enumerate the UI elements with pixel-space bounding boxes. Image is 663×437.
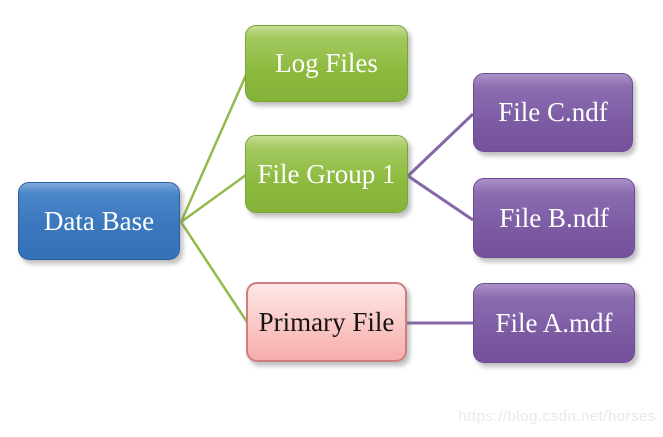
node-database: Data Base: [18, 182, 180, 260]
node-file-a-mdf-label: File A.mdf: [495, 307, 613, 338]
connector-database-logfiles: [179, 74, 248, 223]
node-file-b-ndf: File B.ndf: [473, 178, 635, 258]
node-file-a-mdf: File A.mdf: [473, 283, 635, 363]
connector-filegroup1-fileb: [407, 174, 474, 222]
connector-database-filegroup1: [180, 173, 247, 224]
node-file-b-ndf-label: File B.ndf: [499, 202, 609, 233]
node-file-c-ndf: File C.ndf: [473, 73, 633, 152]
node-primary-file: Primary File: [246, 282, 407, 362]
watermark-url: https://blog.csdn.net/horses: [458, 408, 656, 425]
node-file-c-ndf-label: File C.ndf: [498, 97, 608, 127]
node-primary-file-label: Primary File: [258, 306, 395, 337]
node-log-files-label: Log Files: [275, 48, 378, 78]
node-file-group-1: File Group 1: [245, 135, 408, 213]
connector-filegroup1-filec: [406, 112, 475, 178]
node-file-group-1-label: File Group 1: [257, 158, 396, 189]
node-database-label: Data Base: [43, 205, 155, 236]
node-log-files: Log Files: [245, 25, 408, 102]
connector-database-primaryfile: [179, 221, 249, 323]
